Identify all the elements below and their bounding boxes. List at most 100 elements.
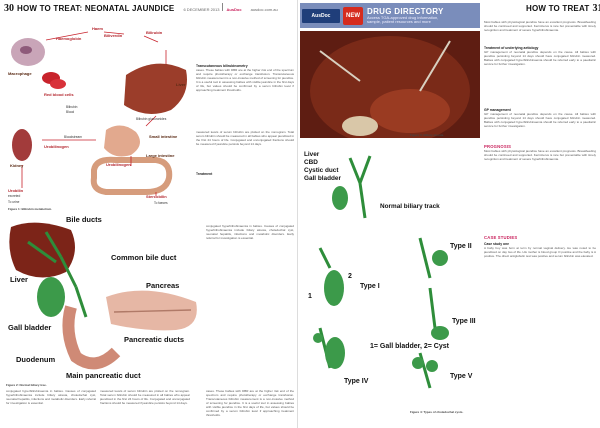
ad-new-badge: NEW: [343, 6, 363, 25]
left-section-title: HOW TO TREAT: NEONATAL JAUNDICE: [17, 4, 175, 13]
type-i-label: Type I: [360, 283, 380, 290]
left-text-column: Transcutaneous bilirubinometry cases. Th…: [196, 20, 294, 220]
left-page-number: 30: [4, 3, 14, 14]
large-intestine-shape: [90, 156, 173, 195]
right-text-column: Most babies with physiological jaundice …: [484, 20, 596, 424]
red-blood-cell: [50, 79, 66, 89]
right-page: AusDoc NEW DRUG DIRECTORY Access TGA-app…: [300, 0, 600, 428]
type-i-diagram: [318, 247, 344, 306]
bilirubin-top-label: Bilirubin: [146, 30, 163, 35]
type-iii-diagram: [428, 287, 449, 340]
type-ii-diagram: [418, 237, 448, 279]
urobilinogen-mid-label: Urobilinogen: [106, 162, 131, 167]
duodenum-shape: [62, 305, 121, 370]
small-intestine-shape: [104, 125, 140, 157]
issue-date: 6 DECEMBER 2013: [183, 7, 220, 12]
left-page: 30 HOW TO TREAT: NEONATAL JAUNDICE 6 DEC…: [0, 0, 298, 428]
prognosis-heading: PROGNOSIS: [484, 144, 512, 149]
tissue-highlight: [370, 89, 450, 133]
gp-management-heading: GP management: [484, 108, 511, 112]
kidney-shape: [12, 129, 32, 161]
biliverdin-label: Biliverdin: [104, 33, 123, 38]
liver-label: Liver: [176, 82, 186, 87]
gall-bladder-remnant: [342, 116, 378, 136]
ad-logo: AusDoc: [302, 8, 340, 23]
type-v-diagram: [412, 352, 438, 389]
intro-text: Most babies with physiological jaundice …: [484, 20, 596, 32]
right-running-head: HOW TO TREAT 31: [526, 3, 600, 17]
macrophage-nucleus: [20, 46, 32, 54]
left-running-head: 30 HOW TO TREAT: NEONATAL JAUNDICE 6 DEC…: [4, 3, 278, 17]
cbd-label: CBD: [304, 159, 318, 166]
urobilinogen-left-label: Urobilinogen: [44, 144, 69, 149]
case-study-one-heading: Case study one: [484, 242, 510, 246]
treatment-of-underlying-heading: Treatment of underlying aetiology: [484, 46, 539, 50]
liver-shape: [9, 222, 75, 278]
bottom-text-column-1: conjugated hyperbilirubinaemia in babies…: [6, 389, 96, 405]
gall-bladder-type-label: Gall bladder: [304, 175, 341, 182]
ad-subline-2: sample, patient resources and more: [367, 19, 431, 24]
drug-directory-ad[interactable]: AusDoc NEW DRUG DIRECTORY Access TGA-app…: [300, 3, 480, 28]
treatment-heading: Treatment: [196, 172, 213, 176]
normal-biliary-tree: [332, 155, 372, 219]
common-bile-duct-label: Common bile duct: [111, 253, 177, 262]
haemoglobin-label: Haemoglobin: [56, 36, 82, 41]
bilirubin-glucuronides-label: Bilirubin glucuronides: [136, 117, 167, 121]
ad-text: DRUG DIRECTORY Access TGA-approved drug …: [367, 7, 444, 25]
rbc-label: Red blood cells: [44, 92, 74, 97]
bilirubin-in-blood-label: Bilirubin: [66, 105, 78, 109]
main-pancreatic-duct-line: [113, 309, 192, 313]
type-ii-label: Type II: [450, 243, 472, 250]
brand-url: ausdoc.com.au: [250, 7, 278, 12]
stercobilin-label: Stercobilin: [146, 194, 167, 199]
brand-name: AusDoc: [226, 7, 242, 12]
bottom-text-column-2: measured levels of serum bilirubin are p…: [100, 389, 190, 405]
right-section-title: HOW TO TREAT: [526, 4, 590, 13]
transcutaneous-heading: Transcutaneous bilirubinometry: [196, 64, 248, 68]
to-faeces-label: To faeces: [154, 201, 168, 205]
to-urine-label: To urine: [8, 200, 20, 204]
type-iv-diagram: [313, 327, 345, 369]
normal-biliary-track-label: Normal biliary track: [380, 203, 440, 210]
liver-label: Liver: [10, 275, 28, 284]
large-intestine-label: Large intestine: [146, 153, 175, 158]
bottom-text-column-3: cases. These babies with DBR are at the …: [206, 389, 294, 417]
right-bottom-text-column: conjugated hyperbilirubinaemia in babies…: [206, 224, 294, 240]
haem-label: Haem: [92, 26, 103, 31]
urobilin-label: Urobilin: [8, 188, 24, 193]
types-caption: Figure 4: Types of choledochal cysts.: [410, 410, 464, 414]
blood-label: Blood: [66, 110, 74, 114]
cystic-duct-label: Cystic duct: [304, 167, 339, 174]
pancreas-label: Pancreas: [146, 281, 179, 290]
marker-2: 2: [348, 273, 352, 280]
bloodstream-label: Bloodstream: [64, 135, 82, 139]
column-text-a: cases. These babies with DBR are at the …: [196, 68, 294, 92]
main-pancreatic-duct-label: Main pancreatic duct: [66, 371, 141, 380]
case-studies-heading: CASE STUDIES: [484, 235, 518, 240]
gall-bladder-label: Gall bladder: [8, 323, 51, 332]
ad-subline-1: Access TGA-approved drug information,: [367, 14, 439, 20]
marker-1: 1: [308, 293, 312, 300]
case-study-text: A baby boy was born at term by normal va…: [484, 246, 596, 258]
right-page-number: 31: [592, 3, 600, 14]
kidney-label: Kidney: [10, 163, 24, 168]
column-text-b: measured levels of serum bilirubin are p…: [196, 130, 294, 146]
figure1-caption: Figure 1: Bilirubin metabolism.: [8, 207, 53, 211]
gp-management-text: GP management of neonatal jaundice depen…: [484, 112, 596, 128]
type-v-label: Type V: [450, 373, 473, 380]
macrophage-label: Macrophage: [8, 71, 32, 76]
surgical-instruments: [319, 40, 451, 92]
ad-headline: DRUG DIRECTORY: [367, 6, 444, 16]
type-key-label: 1= Gall bladder, 2= Cyst: [370, 343, 450, 350]
gall-bladder-shape: [37, 277, 65, 317]
biliary-tree-diagram: Bile ducts Liver Common bile duct Gall b…: [8, 215, 197, 380]
liver-shape: [124, 63, 187, 114]
figure2-caption: Figure 2: Normal biliary tree.: [6, 383, 47, 387]
prognosis-text: Most babies with physiological jaundice …: [484, 149, 596, 161]
small-intestine-label: Small intestine: [149, 134, 178, 139]
bile-ducts-label: Bile ducts: [66, 215, 102, 224]
choledochal-cyst-types-diagram: Liver CBD Cystic duct Gall bladder Norma…: [300, 138, 480, 424]
pathway-arrows: [21, 31, 167, 196]
duodenum-label: Duodenum: [16, 355, 55, 364]
photo-caption: Figure 3: Biliary atresia.: [410, 133, 445, 137]
